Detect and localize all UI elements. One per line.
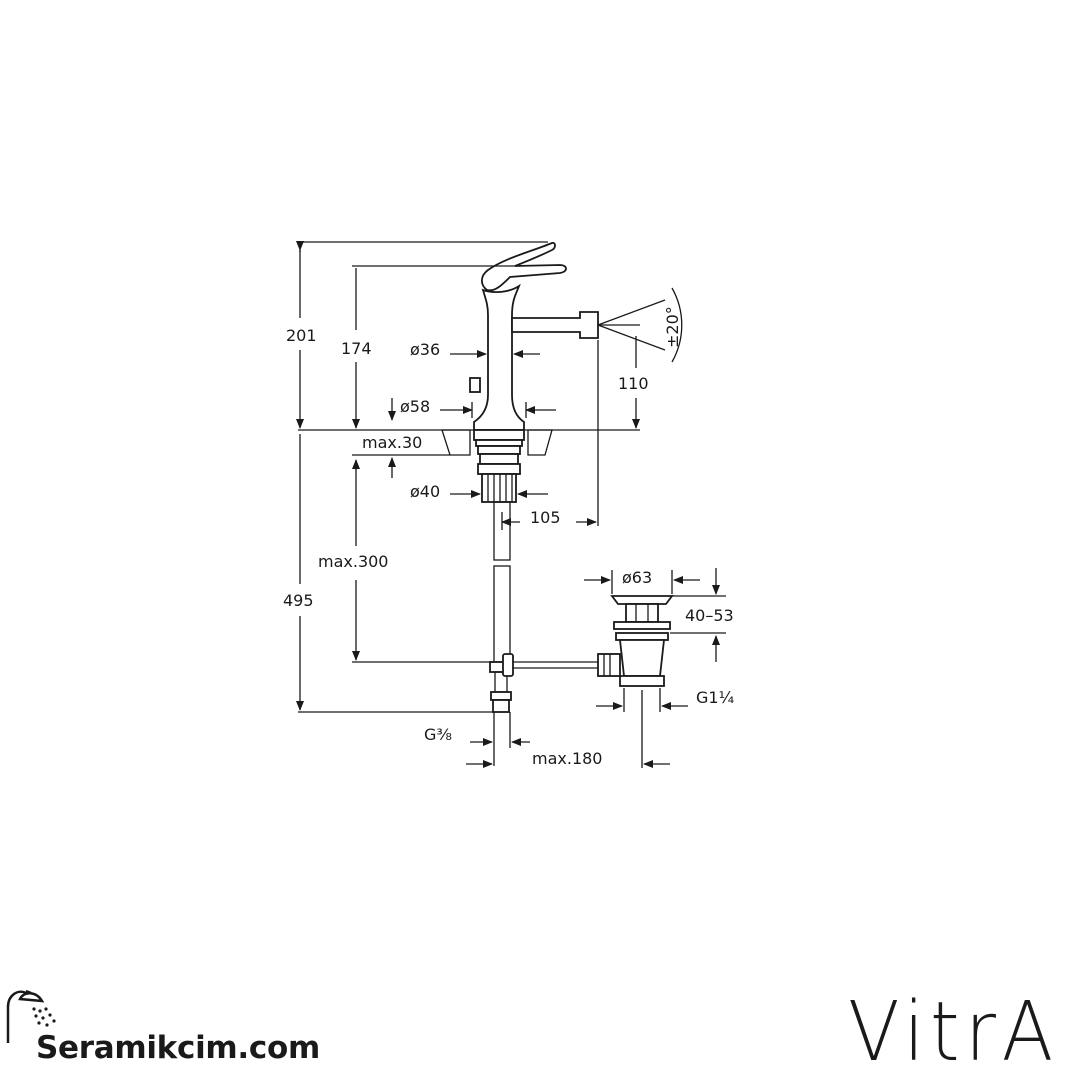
dim-lever-height: 174 xyxy=(341,339,372,358)
dimension-lines xyxy=(296,241,726,768)
faucet-body xyxy=(469,242,599,503)
shower-head-icon xyxy=(6,989,56,1043)
dim-total-height: 201 xyxy=(286,326,317,345)
dim-pull-rod-length: max.180 xyxy=(532,749,602,768)
countertop xyxy=(298,429,640,456)
dim-waste-diameter: ø63 xyxy=(622,568,652,587)
flexible-hose xyxy=(489,501,513,713)
seller-brand: Seramikcim.com xyxy=(36,1030,320,1066)
dim-base-diameter: ø58 xyxy=(400,397,430,416)
dim-body-diameter: ø36 xyxy=(410,340,440,359)
dim-spout-projection: 105 xyxy=(530,508,561,527)
dim-hose-length: max.300 xyxy=(318,552,388,571)
pull-rod xyxy=(502,653,600,677)
manufacturer-logo: VitrA xyxy=(848,985,1059,1080)
dim-waste-thread: G1¼ xyxy=(696,688,734,707)
dim-waste-range: 40–53 xyxy=(685,606,734,625)
dim-spout-angle: ±20° xyxy=(663,306,682,348)
dim-installed-height: 495 xyxy=(283,591,314,610)
dim-inlet-thread: G⅜ xyxy=(424,725,452,744)
dim-spout-height: 110 xyxy=(618,374,649,393)
waste-drain xyxy=(597,595,674,687)
dim-counter-thickness: max.30 xyxy=(362,433,422,452)
dim-shank-diameter: ø40 xyxy=(410,482,440,501)
